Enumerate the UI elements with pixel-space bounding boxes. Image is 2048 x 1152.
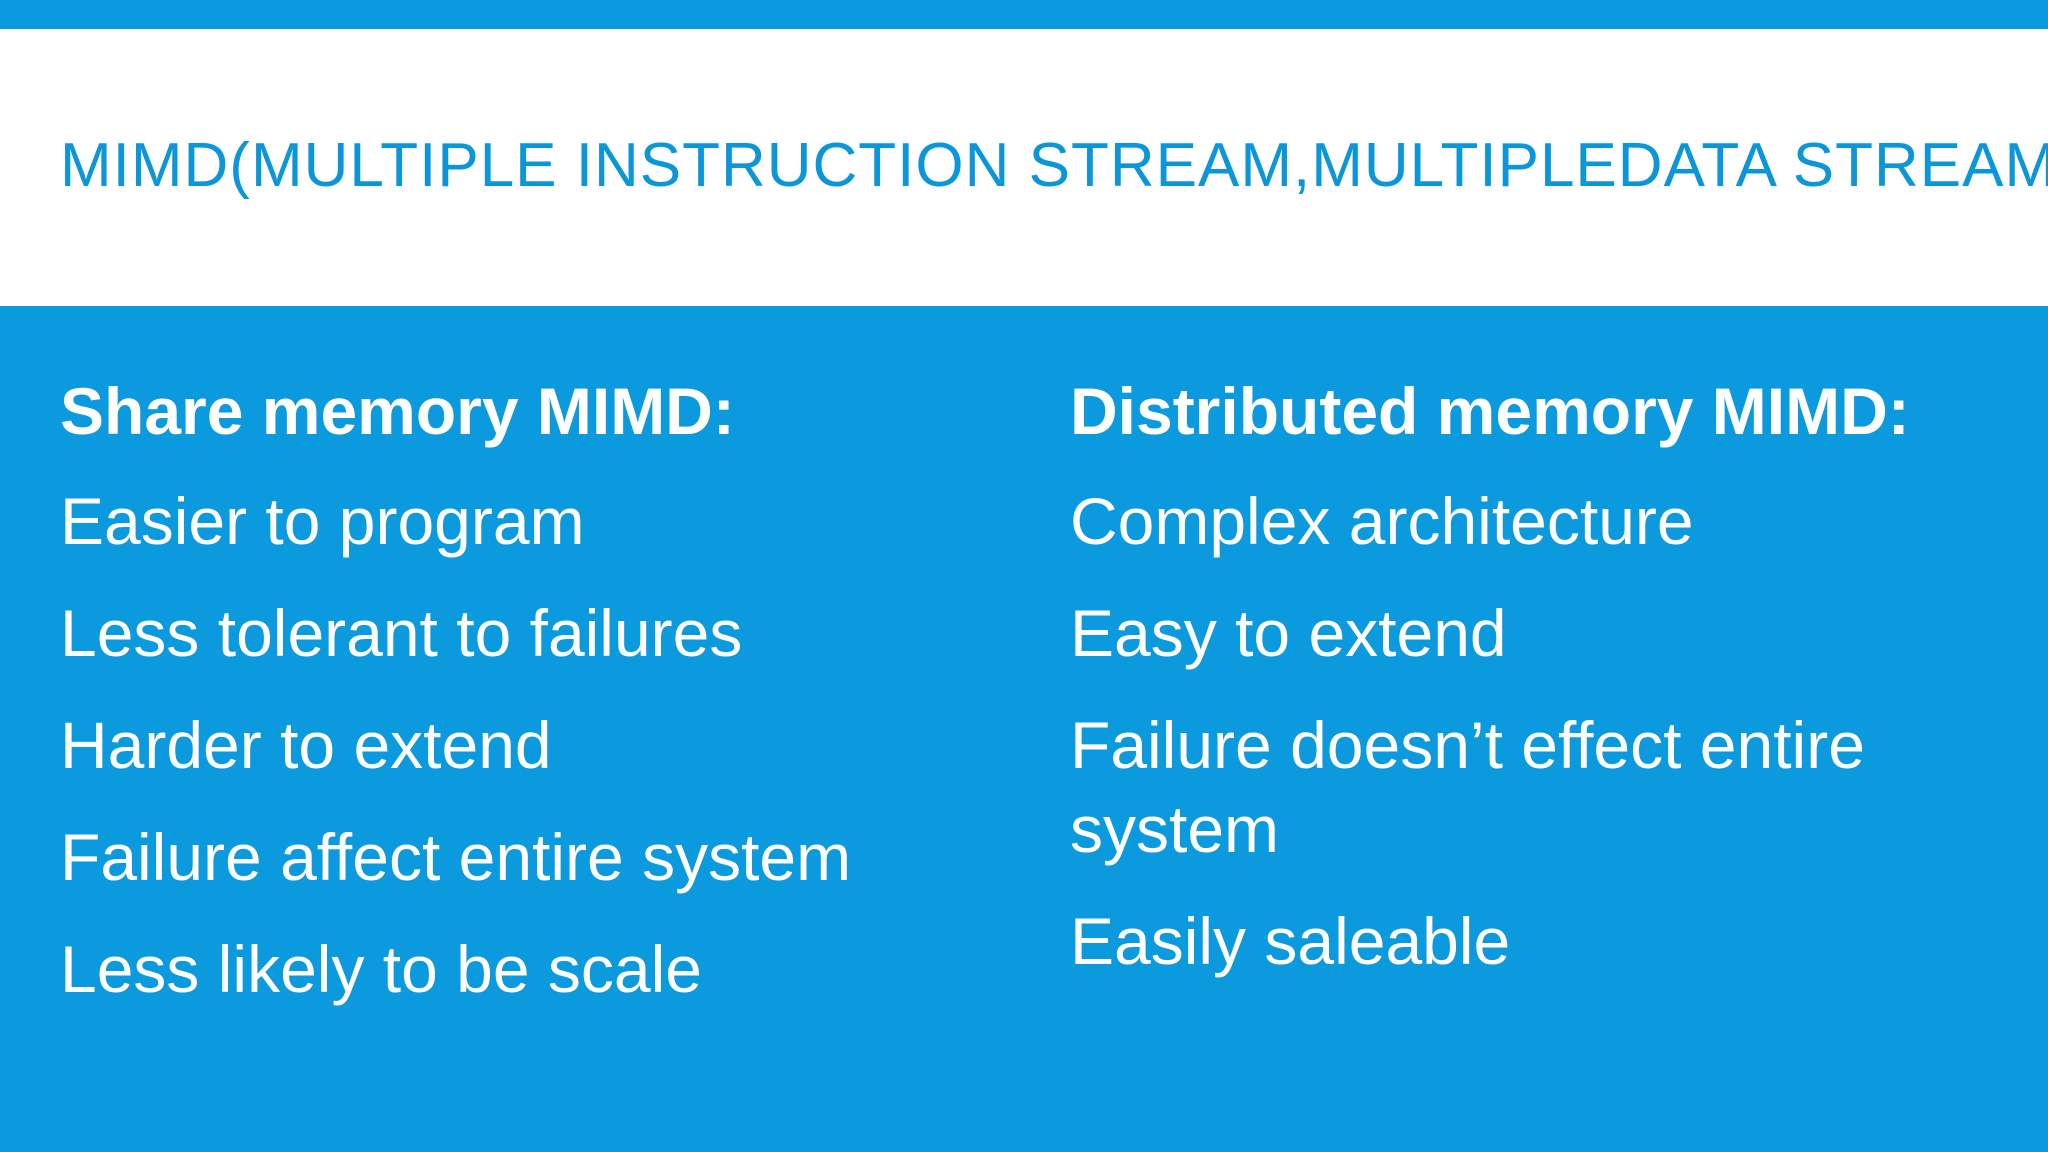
content-band bbox=[0, 306, 2048, 1152]
list-item: Easy to extend bbox=[1070, 596, 1507, 671]
shared-memory-list: Easier to program Less tolerant to failu… bbox=[60, 479, 1020, 1011]
distributed-memory-heading: Distributed memory MIMD: bbox=[1070, 374, 1910, 448]
list-item: Easier to program bbox=[60, 484, 585, 559]
shared-memory-heading: Share memory MIMD: bbox=[60, 374, 735, 448]
list-item: Less tolerant to failures bbox=[60, 596, 743, 671]
slide-title: MIMD(MULTIPLE INSTRUCTION STREAM,MULTIPL… bbox=[60, 131, 2048, 200]
title-band bbox=[0, 29, 2048, 306]
shared-memory-column: Share memory MIMD: Easier to program Les… bbox=[60, 372, 1020, 1039]
distributed-memory-list: Complex architecture Easy to extend Fail… bbox=[1070, 479, 2020, 983]
list-item: Failure affect entire system bbox=[60, 820, 852, 895]
distributed-memory-column: Distributed memory MIMD: Complex archite… bbox=[1070, 372, 2020, 1011]
top-accent-strip bbox=[0, 0, 2048, 29]
list-item: Harder to extend bbox=[60, 708, 552, 783]
list-item: Easily saleable bbox=[1070, 904, 1511, 979]
list-item: Complex architecture bbox=[1070, 484, 1694, 559]
list-item: Failure doesn’t effect entire system bbox=[1070, 708, 1865, 867]
list-item: Less likely to be scale bbox=[60, 932, 702, 1007]
